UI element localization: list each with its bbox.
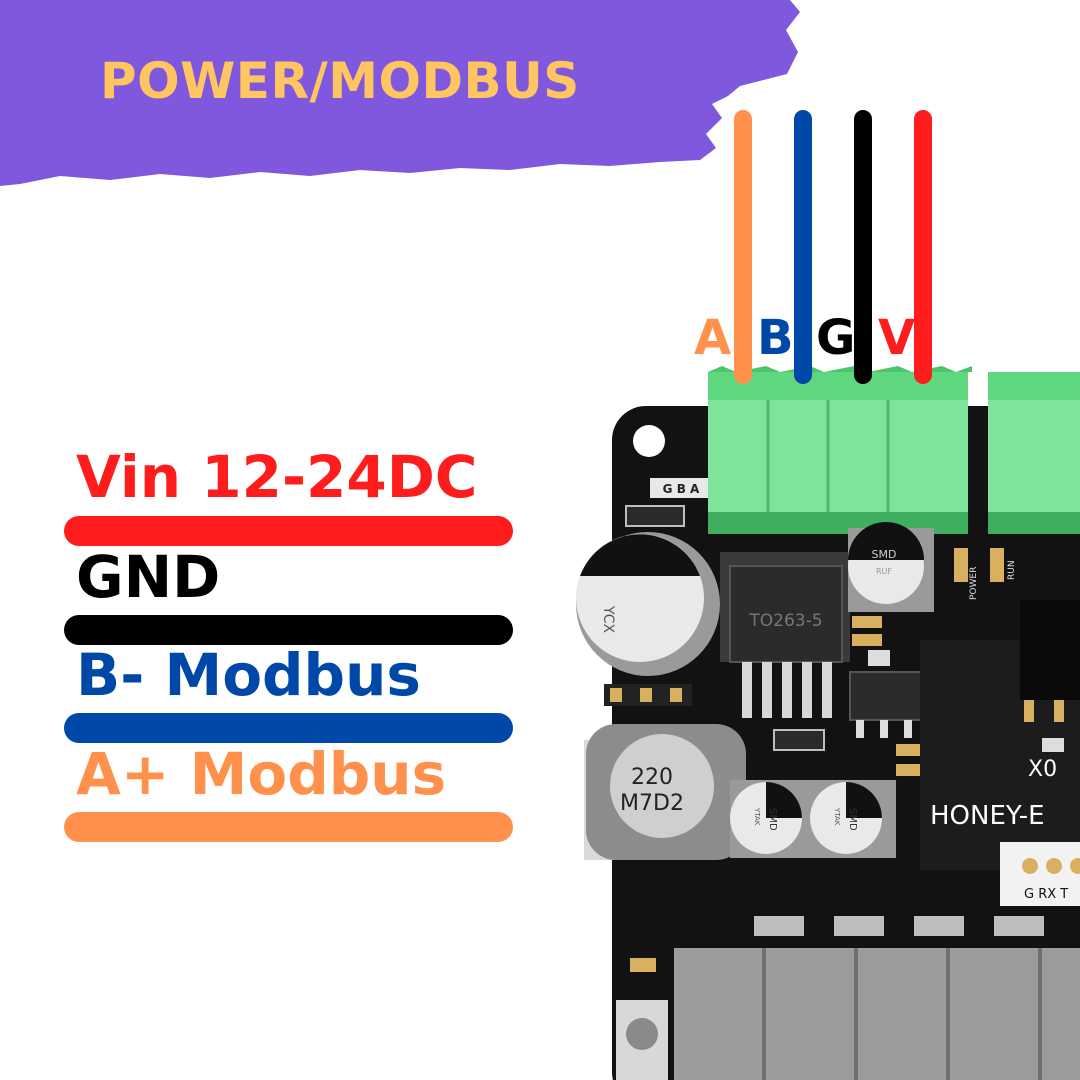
- ycx-capacitor: YCX: [576, 532, 720, 676]
- svg-text:220: 220: [631, 765, 673, 790]
- svg-text:SMD: SMD: [872, 548, 897, 561]
- silk-pin-box: [650, 478, 712, 498]
- svg-text:YTAK: YTAK: [753, 807, 761, 826]
- wire-letter-b: B: [757, 310, 794, 366]
- svg-text:SMD: SMD: [767, 808, 778, 831]
- wire-a: [734, 110, 752, 384]
- smd-resistor: [630, 958, 656, 972]
- uart-header: G RX T: [1000, 842, 1080, 906]
- smd-resistor-top: [625, 505, 685, 527]
- svg-text:SMD: SMD: [847, 808, 858, 831]
- relay-row: [674, 948, 1080, 1080]
- smd-resistor: [896, 764, 920, 776]
- run-label: RUN: [1007, 560, 1017, 580]
- smd-diode: [773, 729, 825, 751]
- smd-capacitor-bottom-left: SMD YTAK: [730, 780, 814, 858]
- legend-label-b-modbus: B- Modbus: [76, 641, 421, 709]
- legend-label-vin: Vin 12-24DC: [76, 443, 478, 511]
- svg-text:G RX T: G RX T: [1024, 887, 1068, 902]
- optocoupler-area: [920, 600, 1080, 870]
- sot-regulator: [849, 650, 923, 738]
- svg-text:M7D2: M7D2: [620, 791, 684, 816]
- legend-bar-vin: [64, 516, 513, 546]
- wire-b: [794, 110, 812, 384]
- wire-v: [914, 110, 932, 384]
- wire-letter-a: A: [694, 310, 732, 366]
- smd-part: [754, 916, 804, 936]
- svg-text:RUF: RUF: [876, 567, 892, 576]
- wire-g: [854, 110, 872, 384]
- regulator-chip: TO263-5: [720, 552, 850, 718]
- push-button-cap: [626, 1018, 658, 1050]
- power-led: [954, 548, 968, 582]
- legend-bar-gnd: [64, 615, 513, 645]
- title-banner: [0, 0, 800, 186]
- board-name: HONEY-E: [930, 801, 1045, 831]
- legend-label-gnd: GND: [76, 543, 221, 611]
- smd-part: [994, 916, 1044, 936]
- inductor: 220 M7D2: [586, 724, 746, 860]
- pin-header: [604, 684, 692, 706]
- smd-resistor: [852, 634, 882, 646]
- smd-part: [834, 916, 884, 936]
- svg-text:TO263-5: TO263-5: [748, 611, 822, 631]
- legend-label-a-modbus: A+ Modbus: [76, 740, 447, 808]
- banner-title: POWER/MODBUS: [100, 52, 580, 110]
- legend-bar-a-modbus: [64, 812, 513, 842]
- silk-pin-text: G B A: [663, 482, 700, 496]
- power-label: POWER: [969, 567, 979, 600]
- pcb-board: G B A YCX TO263-5 SM: [576, 366, 1080, 1080]
- terminal-block-right: [988, 372, 1080, 534]
- smd-capacitor-bottom-right: SMD YTAK: [810, 780, 896, 858]
- wire-letter-g: G: [816, 310, 856, 366]
- svg-text:YTAK: YTAK: [833, 807, 841, 826]
- smd-resistor: [852, 616, 882, 628]
- smd-resistor: [896, 744, 920, 756]
- mounting-hole: [633, 425, 665, 457]
- smd-capacitor-top: SMD RUF: [848, 522, 934, 612]
- banner-brush-shape: [0, 0, 800, 186]
- wire-letter-v: V: [878, 310, 916, 366]
- svg-text:YCX: YCX: [600, 605, 616, 634]
- smd-part: [914, 916, 964, 936]
- legend-bar-b-modbus: [64, 713, 513, 743]
- run-led: [990, 548, 1004, 582]
- terminal-block-left: [708, 366, 972, 534]
- x0-label: X0: [1028, 757, 1057, 782]
